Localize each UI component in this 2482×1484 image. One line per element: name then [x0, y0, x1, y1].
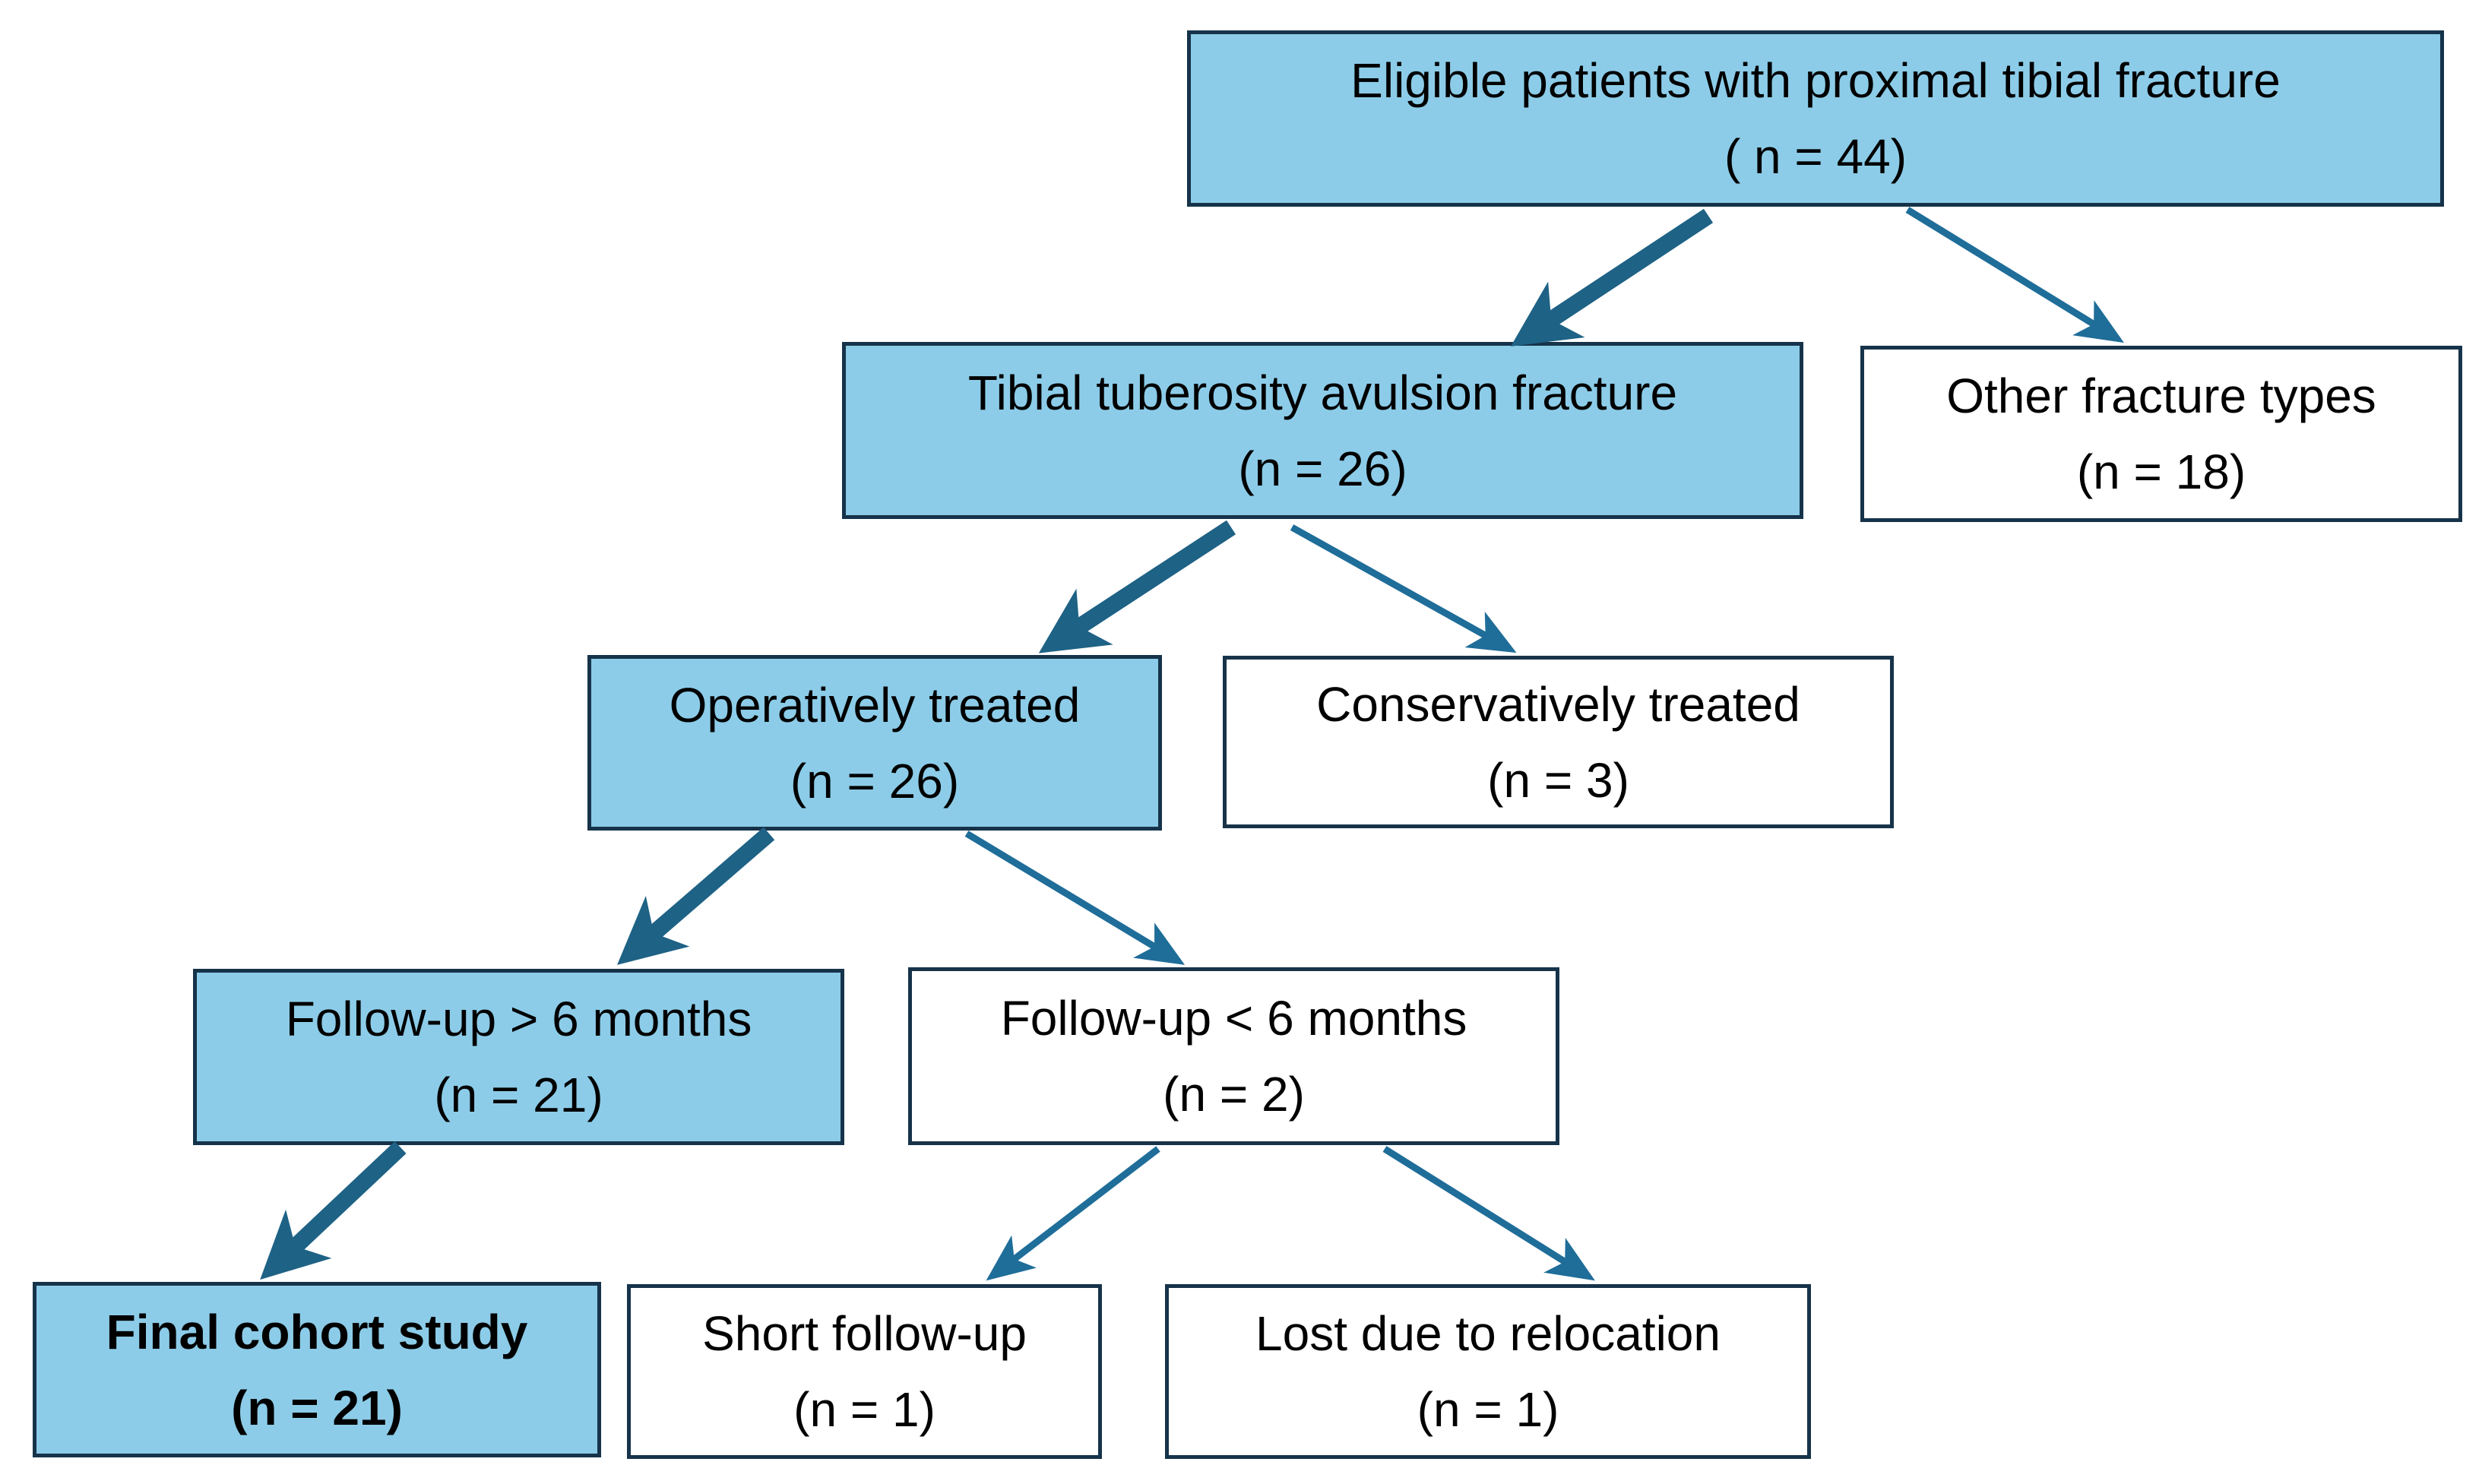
node-eligible-label: Eligible patients with proximal tibial f… — [1350, 53, 2281, 108]
arrow-eligible-to-other — [1905, 207, 2125, 343]
arrow-tta-to-operative — [1038, 520, 1236, 653]
node-conservative-count: (n = 3) — [1487, 752, 1629, 808]
node-eligible: Eligible patients with proximal tibial f… — [1187, 30, 2444, 207]
node-tta-label: Tibial tuberosity avulsion fracture — [967, 365, 1678, 420]
node-followup-short-count: (n = 2) — [1163, 1067, 1305, 1122]
node-operative-count: (n = 26) — [790, 753, 960, 808]
node-conservative: Conservatively treated (n = 3) — [1223, 656, 1894, 828]
arrow-followup-short-to-short-followup — [986, 1146, 1160, 1281]
node-final-cohort-label: Final cohort study — [106, 1304, 528, 1359]
node-operative-label: Operatively treated — [669, 677, 1081, 733]
node-followup-short-label: Follow-up < 6 months — [1000, 991, 1467, 1046]
node-final-cohort: Final cohort study (n = 21) — [33, 1282, 601, 1457]
arrow-followup-long-to-final — [260, 1141, 407, 1280]
node-followup-long-count: (n = 21) — [434, 1068, 603, 1122]
node-followup-long-label: Follow-up > 6 months — [285, 992, 752, 1046]
node-short-followup-label: Short follow-up — [702, 1306, 1027, 1361]
node-other-label: Other fracture types — [1946, 369, 2376, 423]
node-short-followup-count: (n = 1) — [793, 1382, 935, 1437]
node-lost-relocation: Lost due to relocation (n = 1) — [1165, 1284, 1811, 1459]
node-final-cohort-count: (n = 21) — [231, 1380, 403, 1435]
node-tta: Tibial tuberosity avulsion fracture (n =… — [842, 342, 1803, 519]
node-operative: Operatively treated (n = 26) — [587, 655, 1162, 831]
arrow-operative-to-followup-long — [617, 827, 775, 965]
arrow-followup-short-to-lost — [1382, 1146, 1595, 1281]
arrow-eligible-to-tta — [1510, 208, 1714, 346]
node-short-followup: Short follow-up (n = 1) — [627, 1284, 1102, 1459]
node-conservative-label: Conservatively treated — [1316, 676, 1800, 732]
node-tta-count: (n = 26) — [1238, 441, 1407, 496]
arrow-operative-to-followup-short — [964, 831, 1186, 965]
node-eligible-count: ( n = 44) — [1724, 129, 1907, 184]
node-lost-relocation-label: Lost due to relocation — [1255, 1306, 1721, 1361]
node-followup-long: Follow-up > 6 months (n = 21) — [193, 969, 844, 1145]
arrow-tta-to-conservative — [1290, 524, 1517, 653]
node-followup-short: Follow-up < 6 months (n = 2) — [908, 967, 1559, 1145]
node-lost-relocation-count: (n = 1) — [1417, 1382, 1559, 1437]
node-other-count: (n = 18) — [2076, 445, 2246, 499]
node-other: Other fracture types (n = 18) — [1860, 346, 2462, 522]
